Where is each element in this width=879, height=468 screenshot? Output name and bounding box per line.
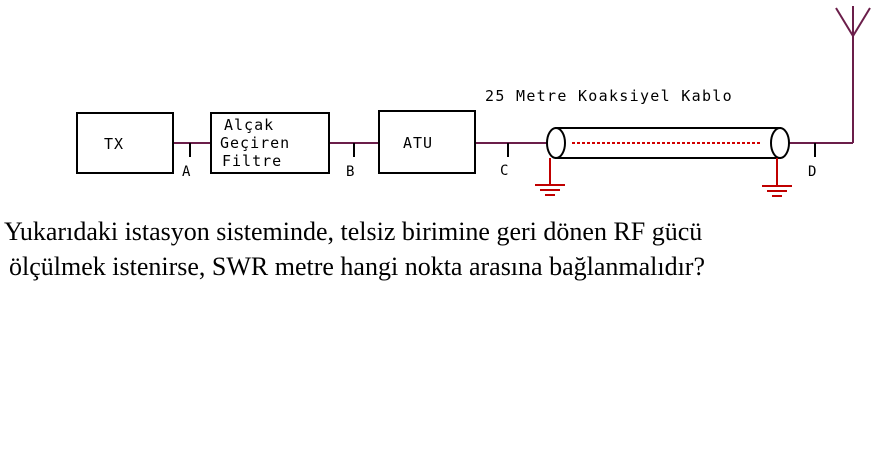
point-label-a: A: [182, 164, 191, 180]
tx-label: TX: [104, 135, 124, 153]
coax-end-right: [770, 127, 790, 159]
cable-label: 25 Metre Koaksiyel Kablo: [485, 87, 733, 105]
tx-block: [76, 112, 174, 174]
coax-end-left: [546, 127, 566, 159]
test-point-ticks: [189, 143, 816, 157]
question-line-1: Yukarıdaki istasyon sisteminde, telsiz b…: [4, 217, 703, 246]
point-label-d: D: [808, 164, 816, 180]
ground-left: [535, 158, 565, 196]
atu-label: ATU: [403, 134, 433, 152]
lpf-label-line1: Alçak: [224, 116, 274, 134]
point-label-b: B: [346, 164, 354, 180]
wires: [173, 36, 854, 144]
station-diagram: TX Alçak Geçiren Filtre ATU A B C D 25 M…: [76, 6, 871, 197]
question-line-2: ölçülmek istenirse, SWR metre hangi nokt…: [9, 252, 706, 281]
low-pass-filter-block: [210, 112, 330, 174]
question-text: Yukarıdaki istasyon sisteminde, telsiz b…: [4, 214, 874, 284]
atu-block: [378, 110, 476, 174]
antenna-icon: [835, 6, 871, 37]
ground-right: [762, 158, 792, 197]
point-label-c: C: [500, 163, 508, 179]
lpf-label-line3: Filtre: [222, 152, 282, 170]
lpf-label-line2: Geçiren: [220, 134, 290, 152]
coaxial-cable: [546, 127, 790, 159]
